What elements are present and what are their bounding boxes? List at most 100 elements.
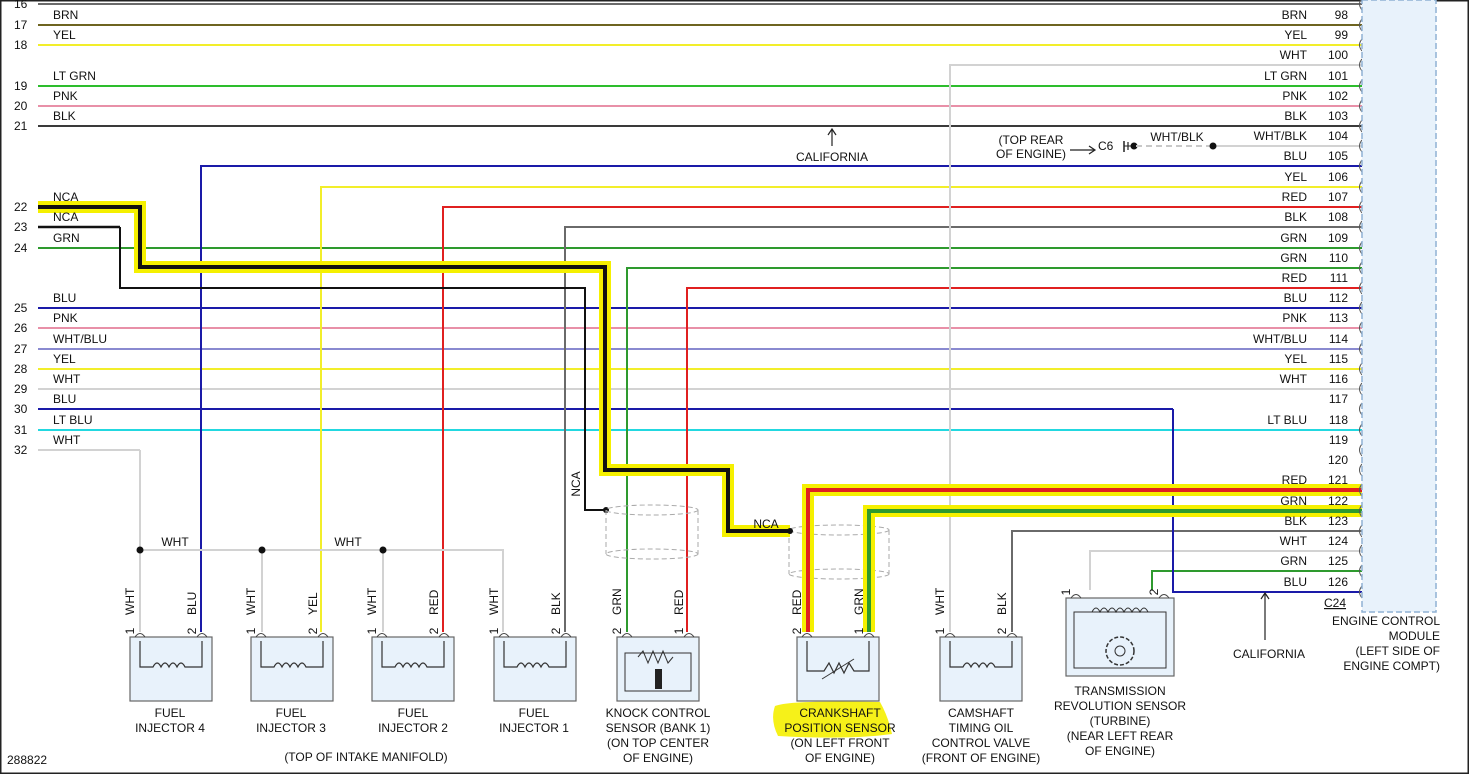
left-wire-label-17: BRN [53,8,78,22]
ground-location-arrow [1070,145,1097,155]
right-pin-116: 116 [1329,372,1348,386]
ground-wire-label: WHT/BLK [1150,130,1203,144]
left-pin-24: 24 [14,241,28,255]
transmission-revolution-sensor-body [1065,597,1175,677]
ecm-pin-bracket [1359,544,1363,558]
right-pin-99: 99 [1335,28,1349,42]
knock-control-sensor-name-line-2: SENSOR (BANK 1) [606,721,711,735]
camshaft-timing-oil-control-valve-name-line-4: (FRONT OF ENGINE) [922,751,1040,765]
crankshaft-position-sensor-name-line-1: CRANKSHAFT [799,706,881,720]
camshaft-timing-oil-control-valve-pin-cap [1006,633,1018,638]
left-pin-20: 20 [14,99,28,113]
crankshaft-position-sensor-pin-2: 2 [790,627,804,634]
left-pin-17: 17 [14,18,28,32]
right-wire-label-107: RED [1282,190,1308,204]
transmission-revolution-sensor-name-line-4: (NEAR LEFT REAR [1067,729,1174,743]
sensor-frame-icon [1073,611,1167,669]
right-wire-label-121: RED [1282,473,1308,487]
transmission-revolution-sensor-name-line-5: OF ENGINE) [1085,744,1155,758]
fuel-injector-4-pin-cap [134,633,146,638]
fuel-injector-2-wire-label-0: WHT [365,587,379,615]
left-pin-23: 23 [14,220,28,234]
right-wire-label-110: GRN [1280,251,1307,265]
reluctor-wheel-icon [1105,636,1135,666]
ecm-pin-bracket [1359,281,1363,295]
module-name-line-2: MODULE [1389,629,1440,643]
variable-arrow-icon [821,658,855,680]
injector-splice-dot-2 [258,546,266,554]
fuel-injector-4-wire-label-0: WHT [123,587,137,615]
left-wire-label-24: GRN [53,231,80,245]
knock-control-sensor-wire-label-1: RED [672,589,686,615]
california-arrow-top [827,127,837,146]
resistor-icon [637,649,674,665]
crankshaft-position-sensor-name-line-4: OF ENGINE) [805,751,875,765]
right-pin-100: 100 [1328,48,1348,62]
left-wire-label-31: LT BLU [53,413,93,427]
coil-icon [381,641,445,669]
fuel-injector-3-name-line-1: FUEL [276,706,307,720]
crankshaft-sensor-shield [788,524,890,580]
fuel-injector-1-body [493,636,577,702]
crankshaft-position-sensor-pin-1: 1 [852,627,866,634]
ecm-pin-bracket [1359,463,1363,477]
right-pin-111: 111 [1330,271,1349,285]
left-pin-26: 26 [14,321,28,335]
ecm-pin-bracket [1359,38,1363,52]
crankshaft-label-highlight [773,701,892,738]
knock-sensor-shield-top [605,504,699,516]
left-wire-label-21: BLK [53,109,76,123]
ecm-pin-bracket [1359,382,1363,396]
fuel-injector-4-name-line-1: FUEL [155,706,186,720]
fuel-injector-4-pin-1: 1 [123,627,137,634]
injector-splice-wire-label-1: WHT [161,535,189,549]
fuel-injector-1-name-line-1: FUEL [519,706,550,720]
left-pin-25: 25 [14,301,28,315]
fuel-injector-3-pin-2: 2 [306,627,320,634]
right-wire-label-113: PNK [1282,311,1307,325]
nca-splice-label: NCA [753,517,778,531]
ecm-pin-bracket [1359,220,1363,234]
variable-resistor-icon [806,641,870,675]
wire-124-wht [1089,550,1362,590]
transmission-revolution-sensor-name-line-1: TRANSMISSION [1074,684,1165,698]
wire-123-blk [1011,530,1362,632]
right-pin-123: 123 [1328,514,1348,528]
nca-22-end-dot [787,528,793,534]
fuel-injector-1-pin-cap [560,633,572,638]
fuel-injector-4-wire-label-1: BLU [185,592,199,615]
ecm-pin-bracket [1359,443,1363,457]
wire-22-nca [38,205,790,533]
left-pin-19: 19 [14,79,28,93]
wire-126-blu [1172,409,1362,593]
right-wire-label-124: WHT [1280,534,1308,548]
camshaft-timing-oil-control-valve-name-line-2: TIMING OIL [949,721,1014,735]
fuel-injector-1-pin-1: 1 [487,627,501,634]
nca-vertical-label: NCA [569,471,583,496]
knock-control-sensor-name-line-1: KNOCK CONTROL [606,706,711,720]
knock-control-sensor-wire-label-0: GRN [610,588,624,615]
crankshaft-position-sensor-wire-label-0: RED [790,589,804,615]
california-note-top: CALIFORNIA [796,150,868,164]
right-wire-label-114: WHT/BLU [1253,332,1307,346]
right-wire-label-100: WHT [1280,48,1308,62]
transmission-revolution-sensor-pin-2: 2 [1147,588,1161,595]
left-wire-label-29: WHT [53,372,81,386]
right-pin-117: 117 [1329,392,1348,406]
transmission-revolution-sensor-pin-cap [1070,594,1082,599]
left-pin-22: 22 [14,200,28,214]
knock-control-sensor-pin-cap [683,633,695,638]
right-pin-115: 115 [1329,352,1348,366]
wire-23-nca-path [119,227,606,511]
left-pin-18: 18 [14,38,28,52]
wire-105-blu [200,165,1362,632]
right-wire-label-102: PNK [1282,89,1307,103]
camshaft-timing-oil-control-valve-body [939,636,1023,702]
ground-location-line-2: OF ENGINE) [996,147,1066,161]
